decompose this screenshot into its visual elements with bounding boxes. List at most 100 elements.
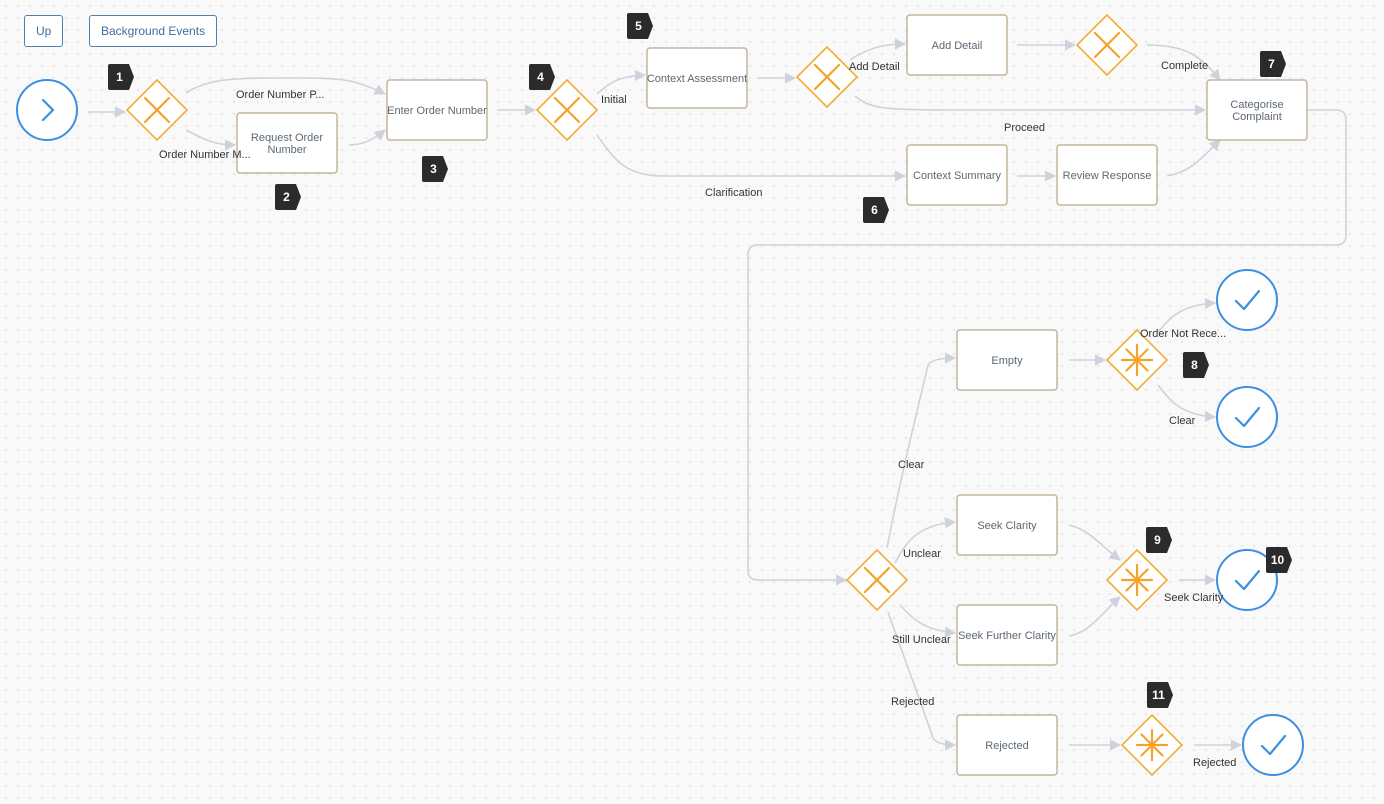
task-add-detail[interactable]: Add Detail <box>906 14 1008 76</box>
task-empty[interactable]: Empty <box>956 329 1058 391</box>
task-box[interactable] <box>1056 144 1158 206</box>
asterisk-icon <box>1120 343 1154 377</box>
step-badge-11: 11 <box>1147 682 1173 708</box>
task-seek-further-clarity[interactable]: Seek Further Clarity <box>956 604 1058 666</box>
sequence-flow-22[interactable] <box>1157 384 1217 423</box>
badge-number: 3 <box>430 162 437 176</box>
gateway-gw-9-complex[interactable] <box>1105 548 1169 612</box>
edge-label-rejected-end: Rejected <box>1193 757 1236 769</box>
task-box[interactable] <box>236 112 338 174</box>
end-event-end-clear[interactable] <box>1216 386 1278 448</box>
end-event-end-seek-clarity[interactable] <box>1216 549 1278 611</box>
task-label: Seek Further Clarity <box>958 630 1056 642</box>
badge-number: 8 <box>1191 358 1198 372</box>
badge-shape <box>1266 547 1292 573</box>
gateway-gw-4-exclusive[interactable] <box>535 78 599 142</box>
edge-label-clarification: Clarification <box>705 187 762 199</box>
badge-number: 11 <box>1152 688 1165 702</box>
sequence-flow-2[interactable] <box>185 77 387 95</box>
task-context-summary[interactable]: Context Summary <box>906 144 1008 206</box>
sequence-flow-21[interactable] <box>1157 297 1217 333</box>
sequence-flow-17[interactable] <box>894 517 957 564</box>
gateway-gw-clarity-split-exclusive[interactable] <box>845 548 909 612</box>
task-box[interactable] <box>906 144 1008 206</box>
event-circle[interactable] <box>1216 269 1278 331</box>
task-label: Empty <box>991 355 1023 367</box>
badge-shape <box>1183 352 1209 378</box>
gateway-gw-8-complex[interactable] <box>1105 328 1169 392</box>
step-badge-4: 4 <box>529 64 555 90</box>
sequence-flow-6[interactable] <box>596 69 647 95</box>
step-badge-10: 10 <box>1266 547 1292 573</box>
sequence-flow-24[interactable] <box>1068 596 1121 637</box>
badge-shape <box>422 156 448 182</box>
sequence-flow-19[interactable] <box>887 611 957 751</box>
end-event-end-order-not-received[interactable] <box>1216 269 1278 331</box>
check-icon <box>1234 569 1261 591</box>
event-circle[interactable] <box>16 79 78 141</box>
task-box[interactable] <box>906 14 1008 76</box>
gateways-layer <box>125 13 1184 777</box>
chevron-right-icon <box>41 98 55 122</box>
event-circle[interactable] <box>1216 386 1278 448</box>
task-rejected[interactable]: Rejected <box>956 714 1058 776</box>
sequence-flow-12[interactable] <box>596 134 907 182</box>
sequence-flow-14[interactable] <box>1166 139 1221 177</box>
edge-label-still-unclear: Still Unclear <box>892 634 951 646</box>
task-box[interactable] <box>956 714 1058 776</box>
badge-number: 10 <box>1271 553 1285 567</box>
badge-number: 5 <box>635 19 642 33</box>
badge-shape <box>863 197 889 223</box>
x-icon <box>813 63 841 91</box>
event-circle[interactable] <box>1216 549 1278 611</box>
task-box[interactable] <box>646 47 748 109</box>
sequence-flow-8[interactable] <box>849 38 907 61</box>
badge-shape <box>627 13 653 39</box>
task-box[interactable] <box>956 329 1058 391</box>
sequence-flow-3[interactable] <box>185 129 237 151</box>
edge-label-proceed: Proceed <box>1004 122 1045 134</box>
badge-shape <box>529 64 555 90</box>
task-seek-clarity[interactable]: Seek Clarity <box>956 494 1058 556</box>
sequence-flow-16[interactable] <box>886 352 957 549</box>
end-event-end-rejected[interactable] <box>1242 714 1304 776</box>
task-label: Request Order <box>251 132 323 144</box>
background-events-button[interactable]: Background Events <box>89 15 218 47</box>
task-context-assessment[interactable]: Context Assessment <box>646 47 748 109</box>
task-label: Context Assessment <box>647 73 747 85</box>
badge-shape <box>1260 51 1286 77</box>
edge-label-seek-clarity: Seek Clarity <box>1164 592 1224 604</box>
task-box[interactable] <box>956 604 1058 666</box>
sequence-flow-10[interactable] <box>1146 44 1221 81</box>
edge-label-clear-end: Clear <box>1169 415 1196 427</box>
edge-label-order-not-received: Order Not Rece... <box>1140 328 1226 340</box>
step-badge-7: 7 <box>1260 51 1286 77</box>
sequence-flow-15[interactable] <box>747 109 1347 586</box>
task-box[interactable] <box>956 494 1058 556</box>
task-enter-order-number[interactable]: Enter Order Number <box>386 79 488 141</box>
task-box[interactable] <box>386 79 488 141</box>
gateway-gw-complete-exclusive[interactable] <box>1075 13 1139 77</box>
event-circle[interactable] <box>1242 714 1304 776</box>
badge-shape <box>1147 682 1173 708</box>
x-icon <box>1093 31 1121 59</box>
start-event-start-event[interactable] <box>16 79 78 141</box>
sequence-flow-4[interactable] <box>348 129 386 146</box>
task-label: Rejected <box>985 740 1028 752</box>
sequence-flow-11[interactable] <box>854 95 1207 116</box>
badge-number: 7 <box>1268 57 1275 71</box>
task-review-response[interactable]: Review Response <box>1056 144 1158 206</box>
gateway-gw-1-exclusive[interactable] <box>125 78 189 142</box>
events-layer <box>16 79 1304 776</box>
task-label: Seek Clarity <box>977 520 1037 532</box>
gateway-gw-add-detail-exclusive[interactable] <box>795 45 859 109</box>
sequence-flow-18[interactable] <box>899 604 957 638</box>
task-box[interactable] <box>1206 79 1308 141</box>
edge-label-clear: Clear <box>898 459 925 471</box>
sequence-flow-23[interactable] <box>1068 524 1121 561</box>
gateway-gw-11-complex[interactable] <box>1120 713 1184 777</box>
up-button[interactable]: Up <box>24 15 64 47</box>
